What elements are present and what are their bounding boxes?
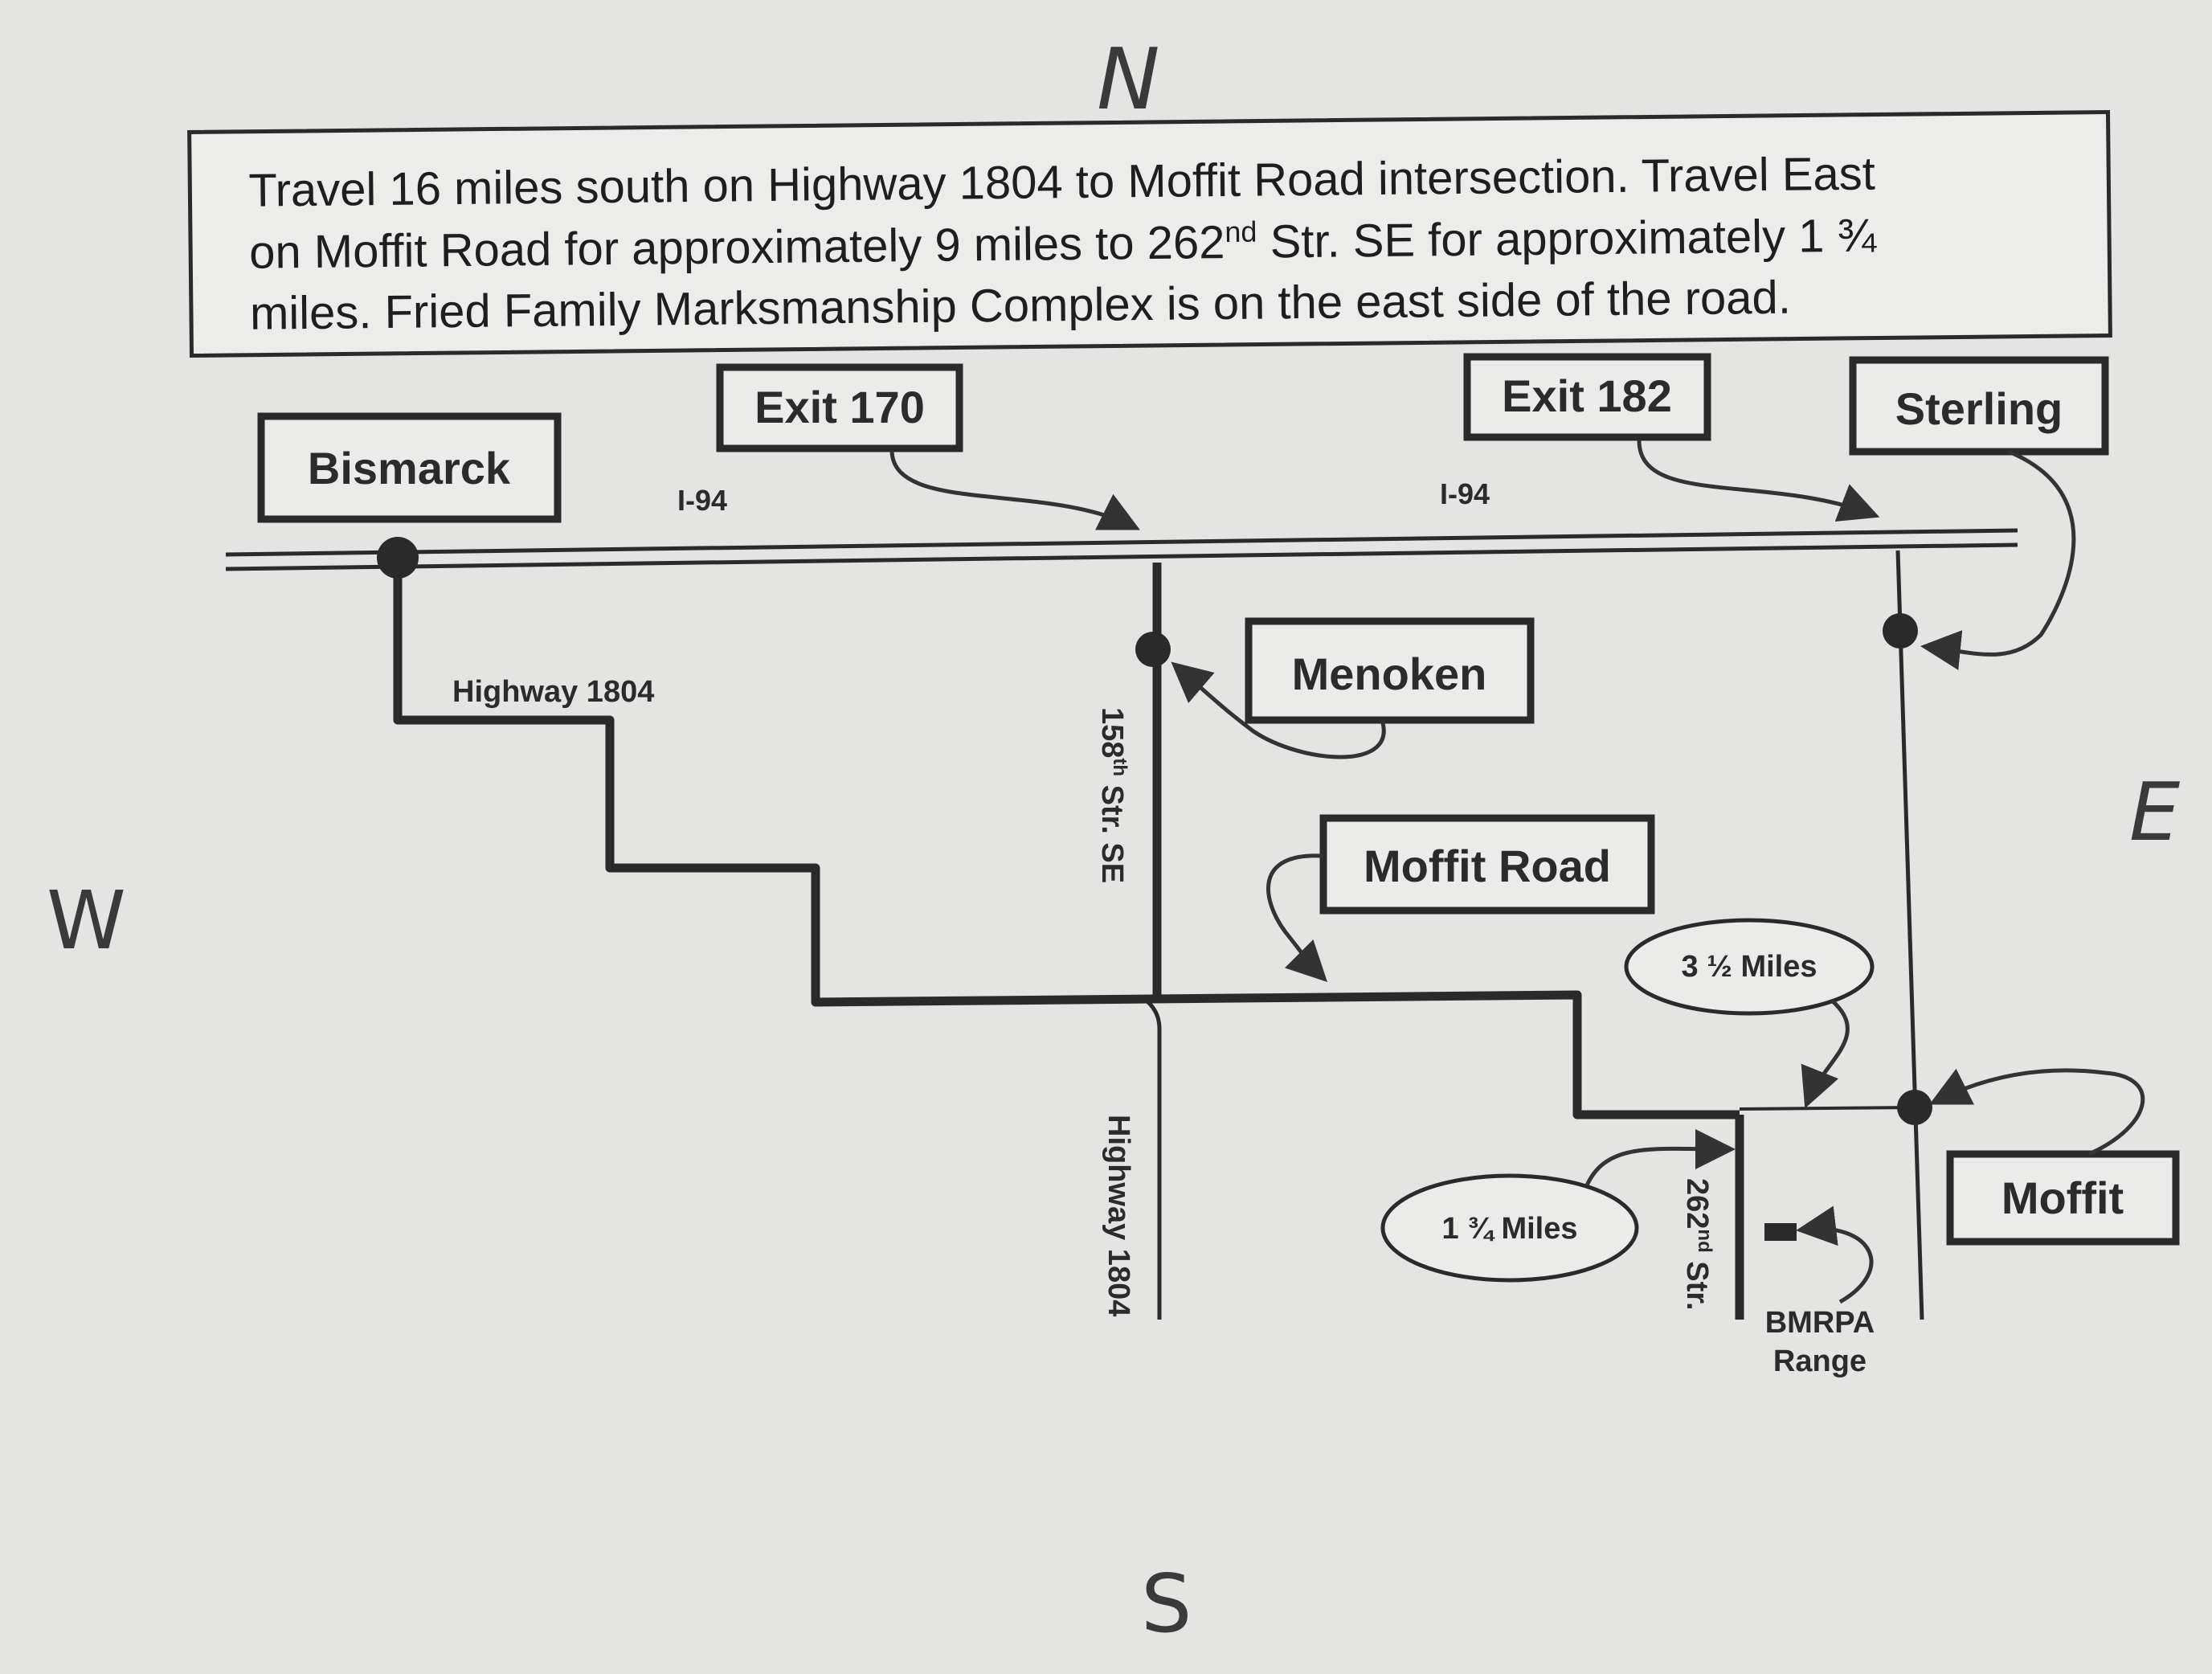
- bismarck-box: Bismarck: [257, 412, 562, 523]
- svg-text:Menoken: Menoken: [1292, 649, 1487, 699]
- moffit-road-box: Moffit Road: [1319, 814, 1655, 915]
- bmrpa-range-marker: [1764, 1223, 1797, 1241]
- 3-half-miles-arrow: [1801, 999, 1850, 1109]
- bismarck-dot: [377, 537, 419, 579]
- distance-1-three-quarter-miles: 1 ¾ Miles: [1380, 1173, 1639, 1283]
- compass-east: E: [2129, 765, 2180, 859]
- moffit-dot: [1897, 1090, 1932, 1125]
- exit-182-box: Exit 182: [1463, 353, 1711, 441]
- distance-3-half-miles: 3 ½ Miles: [1624, 918, 1875, 1016]
- compass-west: W: [47, 874, 126, 968]
- highway-1804-route: [393, 558, 1740, 1119]
- highway-1804-south-label: Highway 1804: [1102, 1115, 1135, 1316]
- svg-text:1 ¾ Miles: 1 ¾ Miles: [1442, 1212, 1578, 1246]
- moffit-arrow: [1929, 1068, 2145, 1156]
- svg-text:Exit 182: Exit 182: [1502, 370, 1672, 421]
- svg-text:Sterling: Sterling: [1895, 383, 2063, 434]
- svg-text:Exit 170: Exit 170: [754, 382, 925, 432]
- sterling-box: Sterling: [1849, 356, 2109, 456]
- i94-label-east: I-94: [1440, 477, 1490, 510]
- moffit-connector-road: [1739, 1106, 1916, 1111]
- 158th-street-label: 158th Str. SE: [1095, 707, 1131, 883]
- menoken-arrow: [1171, 661, 1386, 759]
- 1-three-quarter-miles-arrow: [1584, 1128, 1736, 1187]
- compass-south: S: [1141, 1557, 1192, 1651]
- highway-1804-south: [1139, 994, 1162, 1320]
- compass-north: N: [1097, 31, 1160, 129]
- exit-170-box: Exit 170: [716, 363, 963, 452]
- sterling-dot: [1883, 613, 1918, 649]
- i94-label-west: I-94: [677, 484, 727, 517]
- svg-text:Bismarck: Bismarck: [308, 443, 511, 493]
- menoken-dot: [1135, 632, 1171, 667]
- menoken-box: Menoken: [1245, 617, 1535, 724]
- interstate-i94: [225, 528, 2018, 571]
- svg-text:Moffit Road: Moffit Road: [1364, 841, 1611, 891]
- svg-text:3 ½ Miles: 3 ½ Miles: [1682, 950, 1817, 984]
- moffit-road-arrow: [1266, 853, 1328, 983]
- sterling-arrow: [1920, 449, 2076, 670]
- sterling-road: [1895, 550, 1924, 1320]
- exit-170-arrow: [889, 449, 1140, 530]
- bmrpa-range-arrow: [1796, 1205, 1874, 1304]
- highway-1804-label: Highway 1804: [452, 675, 654, 709]
- svg-text:Moffit: Moffit: [2001, 1173, 2124, 1223]
- exit-182-arrow: [1637, 440, 1880, 522]
- moffit-box: Moffit: [1946, 1150, 2180, 1246]
- directions-box: Travel 16 miles south on Highway 1804 to…: [187, 109, 2112, 358]
- directions-line-2: on Moffit Road for approximately 9 miles…: [249, 209, 1877, 279]
- 262nd-street-label: 262nd Str.: [1680, 1178, 1715, 1311]
